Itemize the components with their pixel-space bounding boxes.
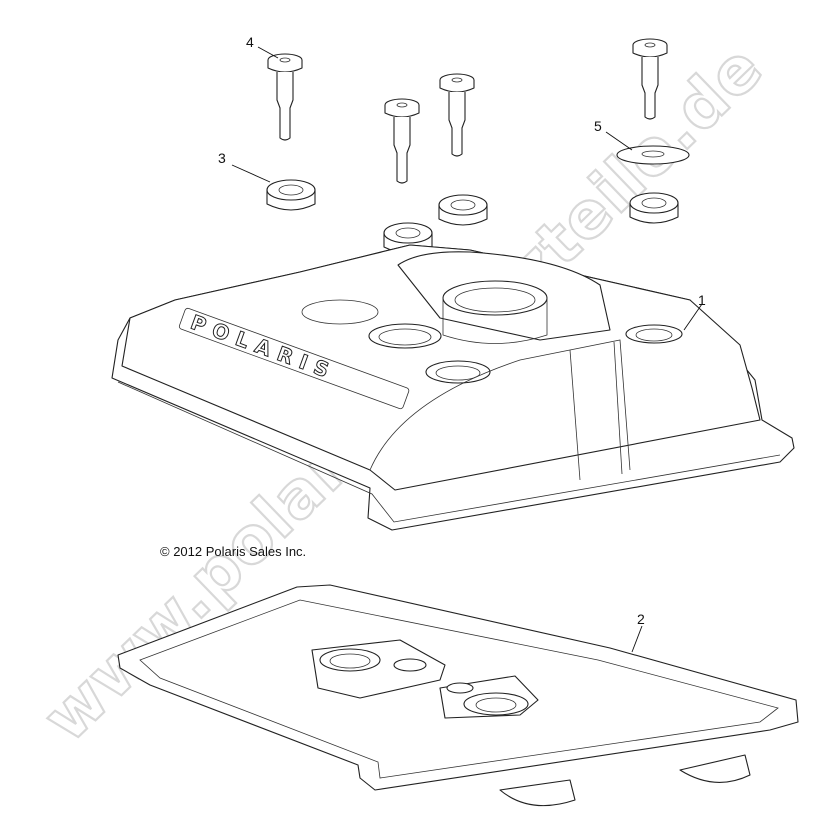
leader-2 bbox=[631, 625, 643, 653]
bolt-3 bbox=[384, 98, 420, 184]
gasket-seal-left bbox=[311, 639, 446, 699]
gasket bbox=[117, 584, 799, 807]
copyright-text: © 2012 Polaris Sales Inc. bbox=[160, 544, 306, 559]
grommet-1 bbox=[266, 179, 316, 211]
label-4: 4 bbox=[246, 34, 254, 50]
leader-1 bbox=[683, 303, 703, 331]
bolt-1 bbox=[267, 53, 303, 141]
bolt-2 bbox=[439, 73, 475, 157]
grommet-2 bbox=[438, 194, 488, 226]
bolt-4 bbox=[632, 38, 668, 120]
label-2: 2 bbox=[637, 611, 645, 627]
gasket-seal-right bbox=[439, 675, 539, 719]
leader-4 bbox=[257, 46, 279, 59]
valve-cover: POLARIS bbox=[111, 244, 795, 531]
label-1: 1 bbox=[698, 292, 706, 308]
label-3: 3 bbox=[218, 150, 226, 166]
grommet-4 bbox=[629, 192, 679, 224]
leader-3 bbox=[231, 164, 271, 183]
leader-5 bbox=[605, 131, 633, 151]
washer bbox=[616, 145, 690, 165]
label-5: 5 bbox=[594, 118, 602, 134]
